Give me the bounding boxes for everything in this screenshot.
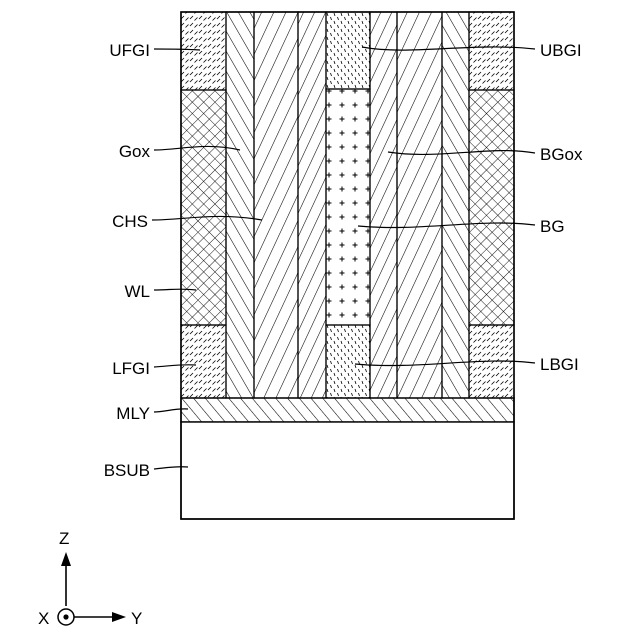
y-axis-arrowhead <box>112 612 126 622</box>
label-gox: Gox <box>119 142 151 161</box>
label-bg: BG <box>540 217 565 236</box>
label-ufgi: UFGI <box>109 41 150 60</box>
region-lbgi <box>326 325 370 398</box>
region-chs-left <box>254 12 298 398</box>
y-axis-label: Y <box>131 609 142 628</box>
region-gox-right <box>442 12 469 398</box>
label-wl: WL <box>125 282 151 301</box>
region-bg <box>326 89 370 325</box>
label-chs: CHS <box>112 212 148 231</box>
region-bsub <box>181 422 514 519</box>
x-axis-label: X <box>38 609 49 628</box>
region-gox-left <box>226 12 254 398</box>
region-chs-right <box>397 12 442 398</box>
region-mly <box>181 398 514 422</box>
region-ufgi-right <box>469 12 514 90</box>
region-bgox-right <box>370 12 397 398</box>
label-bsub: BSUB <box>104 461 150 480</box>
coordinate-axes: Z X Y <box>38 529 142 628</box>
label-ubgi: UBGI <box>540 41 582 60</box>
region-ubgi <box>326 12 370 89</box>
region-wl-right <box>469 90 514 325</box>
leader-wl <box>154 289 196 290</box>
z-axis-label: Z <box>59 529 69 548</box>
layer-stack <box>181 12 514 519</box>
label-mly: MLY <box>116 404 150 423</box>
x-axis-dot-icon <box>63 614 68 619</box>
label-lfgi: LFGI <box>112 359 150 378</box>
leader-ufgi <box>154 49 200 50</box>
label-lbgi: LBGI <box>540 355 579 374</box>
region-bgox-left <box>298 12 326 398</box>
region-ufgi-left <box>181 12 226 90</box>
z-axis-arrowhead <box>61 552 71 566</box>
label-bgox: BGox <box>540 145 583 164</box>
region-lfgi-left <box>181 325 226 398</box>
